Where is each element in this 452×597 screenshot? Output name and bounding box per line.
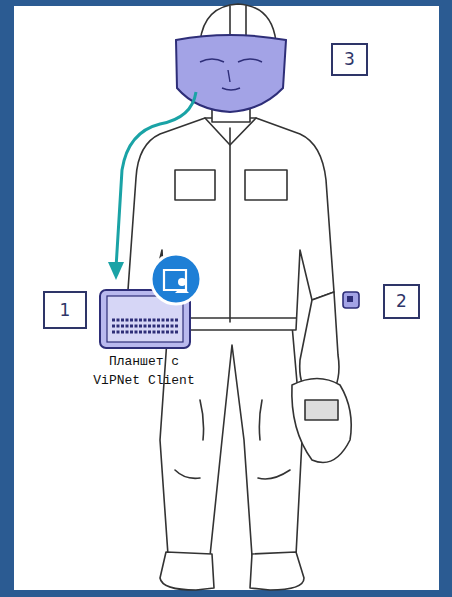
right-boot xyxy=(250,552,304,590)
tablet-body xyxy=(100,290,190,348)
tablet-screen xyxy=(107,296,183,342)
left-boot xyxy=(160,552,214,590)
client-icon xyxy=(151,254,201,304)
tablet-device: Планшет с ViPNet Client xyxy=(92,282,196,414)
tablet-outline xyxy=(92,282,196,414)
callout-number: 2 xyxy=(383,284,420,319)
callout-number: 3 xyxy=(331,43,368,76)
keyboard-row xyxy=(112,319,178,322)
device-label: Планшет с ViPNet Client xyxy=(92,352,196,390)
callout-text: 1 xyxy=(60,302,71,319)
callout-number: 1 xyxy=(43,291,87,329)
welding-mask xyxy=(292,379,351,463)
icon-window xyxy=(164,270,186,290)
callout-text: 3 xyxy=(344,51,355,68)
trouser-folds xyxy=(175,400,290,479)
trousers xyxy=(160,325,302,556)
icon-user-head xyxy=(178,278,186,286)
data-flow-arrow xyxy=(116,92,196,268)
callout-text: 2 xyxy=(396,293,407,310)
badge-dot xyxy=(347,296,353,302)
mask-window xyxy=(305,400,338,420)
arrow-head xyxy=(108,262,124,280)
sleeve-badge xyxy=(343,292,359,308)
keyboard-row xyxy=(112,331,178,334)
icon-user-body xyxy=(175,289,189,293)
keyboard-row xyxy=(112,325,178,328)
face-lines xyxy=(200,59,262,90)
